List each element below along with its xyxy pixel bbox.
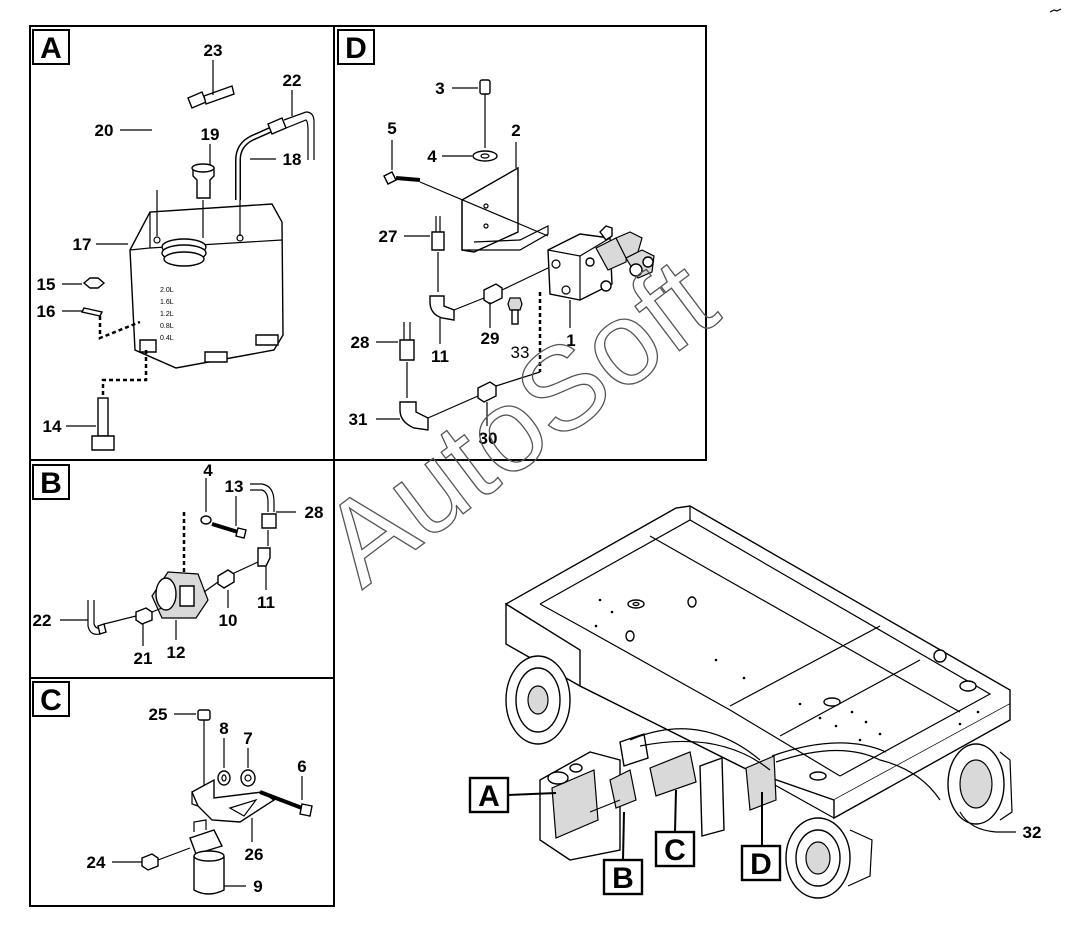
callout-c-7: 7 xyxy=(243,729,252,748)
svg-text:2.0L: 2.0L xyxy=(160,287,174,294)
callout-b-13: 13 xyxy=(225,477,244,496)
panel-b-label: B xyxy=(32,464,70,500)
callout-d-1: 1 xyxy=(566,331,575,350)
corner-mark xyxy=(1049,8,1062,13)
location-marker-d: D xyxy=(740,792,782,882)
panel-d-frame xyxy=(333,25,707,461)
panel-c-frame xyxy=(29,677,335,907)
callout-d-11: 11 xyxy=(431,347,449,366)
panel-d-drawing xyxy=(383,79,655,431)
callout-a-17: 17 xyxy=(73,235,92,254)
svg-text:A: A xyxy=(40,32,62,65)
callout-d-5: 5 xyxy=(387,119,396,138)
callout-b-28: 28 xyxy=(305,503,324,522)
svg-text:C: C xyxy=(40,684,62,717)
callout-a-19: 19 xyxy=(201,125,220,144)
callout-b-11: 11 xyxy=(257,593,275,612)
svg-text:1.6L: 1.6L xyxy=(160,299,174,306)
callout-d-33: 33 xyxy=(511,343,530,362)
panel-b-drawing xyxy=(87,483,277,635)
panel-c-label: C xyxy=(32,681,70,717)
panel-d-label: D xyxy=(337,29,375,65)
callout-d-28: 28 xyxy=(351,333,370,352)
callout-c-6: 6 xyxy=(297,757,306,776)
callout-a-14: 14 xyxy=(43,417,62,436)
location-marker-c: C xyxy=(654,789,696,868)
callout-b-10: 10 xyxy=(219,611,238,630)
svg-text:D: D xyxy=(345,32,367,65)
panel-b-callouts: 4 13 28 11 10 12 21 22 xyxy=(33,461,324,668)
callout-c-8: 8 xyxy=(219,719,228,738)
callout-a-15: 15 xyxy=(37,275,56,294)
panel-c-callouts: 25 8 7 6 26 24 9 xyxy=(87,705,307,896)
callout-d-27: 27 xyxy=(379,227,398,246)
machine-drawing xyxy=(504,505,1013,899)
panel-a-label: A xyxy=(32,29,70,65)
svg-text:C: C xyxy=(664,834,686,867)
callout-d-31: 31 xyxy=(349,410,368,429)
callout-b-4: 4 xyxy=(203,461,213,480)
callout-d-2: 2 xyxy=(511,121,520,140)
callout-c-26: 26 xyxy=(245,845,264,864)
callout-d-29: 29 xyxy=(481,329,500,348)
callout-c-9: 9 xyxy=(253,877,262,896)
callout-c-25: 25 xyxy=(149,705,168,724)
location-marker-b: B xyxy=(602,811,644,896)
svg-text:32: 32 xyxy=(1023,823,1042,842)
panel-c-drawing xyxy=(141,709,313,895)
callout-b-22: 22 xyxy=(33,611,52,630)
svg-text:D: D xyxy=(750,848,772,881)
callout-a-22: 22 xyxy=(283,71,302,90)
callout-a-16: 16 xyxy=(37,302,56,321)
callout-c-24: 24 xyxy=(87,853,106,872)
callout-b-12: 12 xyxy=(167,643,186,662)
svg-text:B: B xyxy=(612,862,634,895)
svg-text:1.2L: 1.2L xyxy=(160,311,174,318)
svg-text:0.4L: 0.4L xyxy=(160,335,174,342)
panel-d-callouts: 3 5 2 4 27 29 33 1 11 28 31 30 xyxy=(349,79,576,448)
tank-scale: 2.0L 1.6L 1.2L 0.8L 0.4L xyxy=(160,287,174,342)
callout-d-3: 3 xyxy=(435,79,444,98)
svg-text:0.8L: 0.8L xyxy=(160,323,174,330)
svg-text:B: B xyxy=(40,467,62,500)
location-marker-a: A xyxy=(468,776,557,814)
svg-text:A: A xyxy=(478,780,500,813)
panel-a-callouts: 23 22 20 19 18 17 15 16 14 xyxy=(37,41,302,436)
callout-a-23: 23 xyxy=(204,41,223,60)
callout-d-4: 4 xyxy=(427,147,437,166)
callout-a-18: 18 xyxy=(283,150,302,169)
panel-a-drawing: 2.0L 1.6L 1.2L 0.8L 0.4L xyxy=(80,85,315,451)
callout-a-20: 20 xyxy=(95,121,114,140)
callout-32: 32 xyxy=(959,811,1042,842)
callout-d-30: 30 xyxy=(479,429,498,448)
callout-b-21: 21 xyxy=(134,649,153,668)
